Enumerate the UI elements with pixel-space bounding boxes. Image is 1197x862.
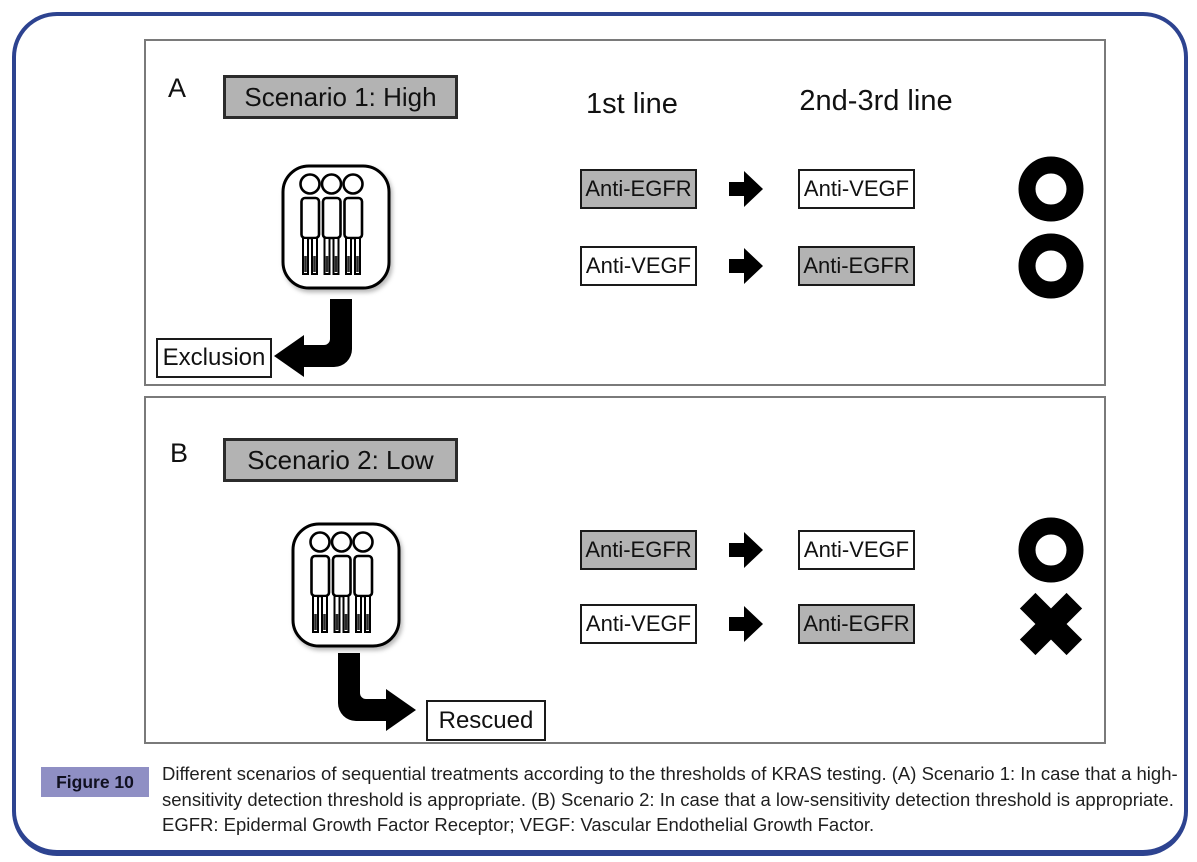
treatment-row: Anti-EGFR Anti-VEGF — [580, 517, 1084, 583]
panel-b-scenario-label: Scenario 2: Low — [247, 444, 434, 475]
figure-number-badge: Figure 10 — [41, 767, 149, 797]
drug-label: Anti-VEGF — [585, 253, 692, 278]
first-line-drug-box: Anti-EGFR — [580, 530, 697, 570]
right-arrow-icon — [729, 606, 763, 642]
later-line-drug-box: Anti-EGFR — [798, 604, 915, 644]
effective-ring-icon — [1018, 233, 1084, 299]
treatment-row: Anti-VEGF Anti-EGFR — [580, 233, 1084, 299]
right-arrow-icon — [729, 248, 763, 284]
panel-b-scenario-box: Scenario 2: Low — [223, 438, 458, 482]
later-line-drug-box: Anti-EGFR — [798, 246, 915, 286]
figure-caption: Different scenarios of sequential treatm… — [162, 763, 1178, 835]
later-line-header: 2nd-3rd line — [799, 85, 953, 117]
patients-group-icon — [281, 164, 391, 290]
right-arrow-icon — [729, 171, 763, 207]
curved-arrow-right-icon — [338, 653, 416, 731]
first-line-drug-box: Anti-VEGF — [580, 604, 697, 644]
first-line-drug-box: Anti-VEGF — [580, 246, 697, 286]
drug-label: Anti-EGFR — [803, 253, 910, 278]
patients-group-icon — [291, 522, 401, 648]
later-line-drug-box: Anti-VEGF — [798, 530, 915, 570]
panel-a-scenario-box: Scenario 1: High — [223, 75, 458, 119]
first-line-drug-box: Anti-EGFR — [580, 169, 697, 209]
effective-ring-icon — [1018, 517, 1084, 583]
panel-a: A Scenario 1: High — [144, 39, 1106, 386]
panel-b: B Scenario 2: Low — [144, 396, 1106, 744]
drug-label: Anti-EGFR — [585, 537, 692, 562]
later-line-drug-box: Anti-VEGF — [798, 169, 915, 209]
drug-label: Anti-EGFR — [585, 176, 692, 201]
treatment-row: Anti-VEGF Anti-EGFR — [580, 591, 1084, 657]
exclusion-label: Exclusion — [162, 344, 266, 371]
panel-a-scenario-label: Scenario 1: High — [244, 81, 437, 112]
drug-label: Anti-VEGF — [803, 176, 910, 201]
right-arrow-icon — [729, 532, 763, 568]
figure-number-label: Figure 10 — [56, 771, 134, 792]
drug-label: Anti-EGFR — [803, 611, 910, 636]
ineffective-cross-icon — [1019, 592, 1083, 656]
panel-b-letter: B — [170, 438, 189, 468]
curved-arrow-left-icon — [274, 299, 352, 377]
effective-ring-icon — [1018, 156, 1084, 222]
rescued-box: Rescued — [426, 700, 546, 741]
exclusion-box: Exclusion — [156, 338, 272, 378]
figure-outer-frame: A Scenario 1: High — [12, 12, 1188, 856]
rescued-label: Rescued — [438, 706, 534, 734]
panel-a-letter: A — [168, 73, 187, 103]
drug-label: Anti-VEGF — [803, 537, 910, 562]
treatment-row: Anti-EGFR Anti-VEGF — [580, 156, 1084, 222]
drug-label: Anti-VEGF — [585, 611, 692, 636]
first-line-header: 1st line — [586, 88, 678, 120]
